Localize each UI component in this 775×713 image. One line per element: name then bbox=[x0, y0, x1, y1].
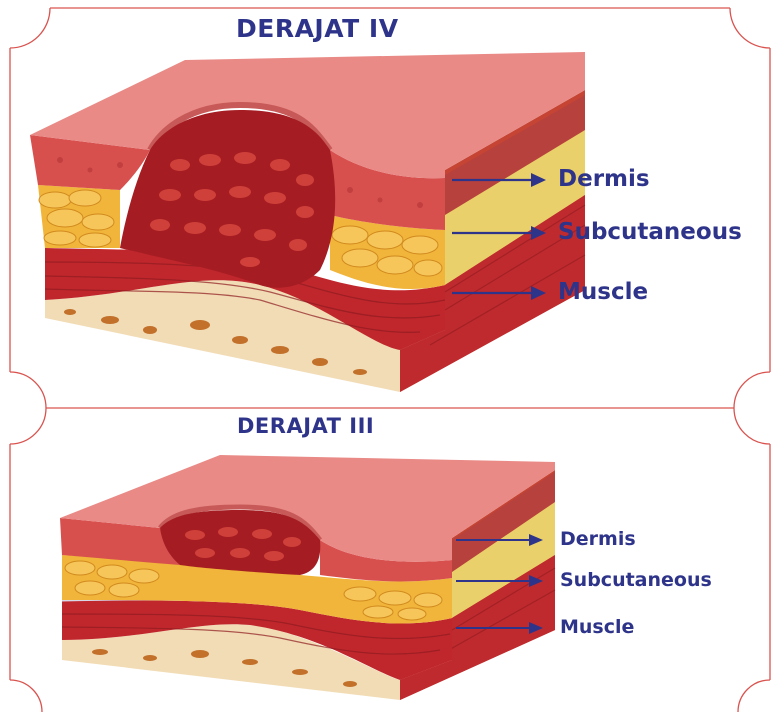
label-subcutaneous-stage-3: Subcutaneous bbox=[560, 569, 712, 591]
label-muscle-stage-3: Muscle bbox=[560, 616, 634, 638]
label-dermis-stage-3: Dermis bbox=[560, 528, 636, 550]
label-dermis-stage-4: Dermis bbox=[558, 166, 650, 192]
panel-title-stage-3: DERAJAT III bbox=[237, 414, 374, 438]
label-subcutaneous-stage-4: Subcutaneous bbox=[558, 219, 742, 245]
label-muscle-stage-4: Muscle bbox=[558, 279, 648, 305]
panel-title-stage-4: DERAJAT IV bbox=[236, 14, 399, 43]
